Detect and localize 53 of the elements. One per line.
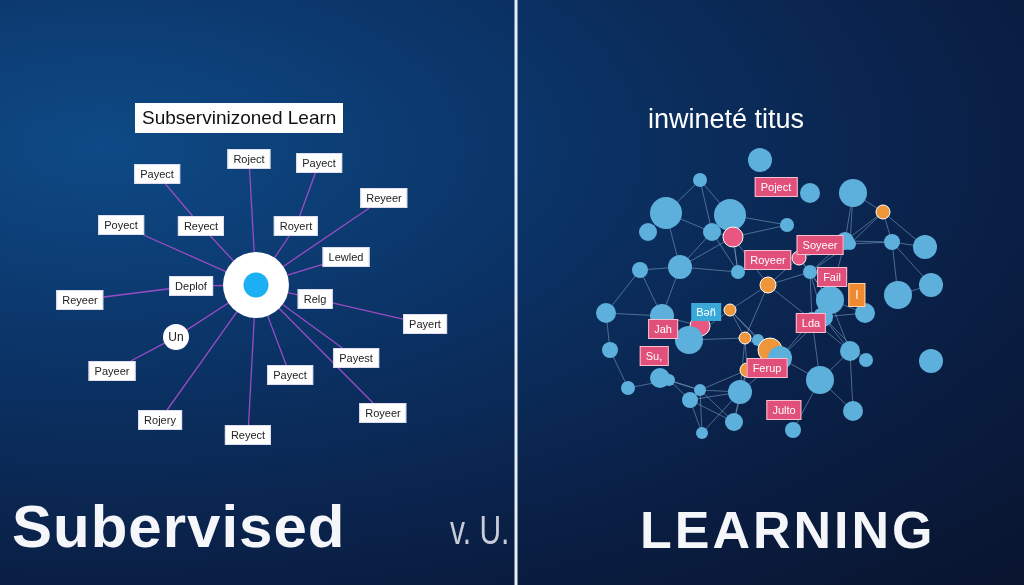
tag-box: Su, xyxy=(639,346,669,366)
connector-line xyxy=(282,207,370,268)
label-box: Poyect xyxy=(98,215,144,235)
label-box: Royeer xyxy=(359,403,407,423)
connector-line xyxy=(103,288,170,298)
tag-box: Soyeer xyxy=(796,235,844,255)
label-box: Roject xyxy=(227,149,271,169)
connector-line xyxy=(247,317,255,426)
tag-box: Jah xyxy=(648,319,678,339)
label-box: Payest xyxy=(333,348,379,368)
label-box: Reyect xyxy=(177,216,225,236)
tag-box: Royeer xyxy=(744,250,792,270)
label-box: Payect xyxy=(267,365,313,385)
tag-box: Bəñ xyxy=(691,303,721,321)
label-box: Royert xyxy=(273,216,319,236)
tag-box: Fail xyxy=(817,267,847,287)
tag-box: Julto xyxy=(766,400,802,420)
connector-line xyxy=(267,315,287,366)
connector-line xyxy=(164,183,194,217)
label-box: Payect xyxy=(134,164,180,184)
connector-line xyxy=(299,172,316,217)
connector-line xyxy=(186,302,229,331)
title-box: Subservinizoned Learn xyxy=(135,103,344,133)
label-box: Payect xyxy=(296,153,342,173)
connector-line xyxy=(286,263,324,276)
label-box: Reyeer xyxy=(360,188,408,208)
heading-text: v. U. xyxy=(450,508,510,553)
connector-line xyxy=(248,168,255,253)
connector-line xyxy=(278,307,374,404)
label-box: Relg xyxy=(297,289,333,309)
label-box: Payeer xyxy=(88,361,136,381)
hub-circle xyxy=(223,252,289,318)
label-box: Reyeer xyxy=(56,290,104,310)
tag-box: I xyxy=(848,283,866,307)
connector-line xyxy=(331,302,404,320)
small-circle: Un xyxy=(163,324,189,350)
label-box: Reyect xyxy=(224,425,272,445)
label-box: Rojery xyxy=(138,410,182,430)
connector-line xyxy=(273,235,290,259)
label-box: Deplof xyxy=(169,276,213,296)
connector-line xyxy=(209,235,235,262)
tag-box: Ferup xyxy=(746,358,788,378)
connector-line xyxy=(142,234,227,273)
label-box: Lewled xyxy=(322,247,370,267)
connector-line xyxy=(166,311,238,411)
heading-text: LEARNING xyxy=(640,500,936,560)
heading-text: inwineté titus xyxy=(648,104,805,135)
label-box: Payert xyxy=(403,314,447,334)
tag-box: Poject xyxy=(754,177,798,197)
tag-box: Lda xyxy=(795,313,827,333)
heading-text: Subervised xyxy=(12,492,346,561)
connector-line xyxy=(282,303,343,349)
connector-line xyxy=(130,342,166,362)
